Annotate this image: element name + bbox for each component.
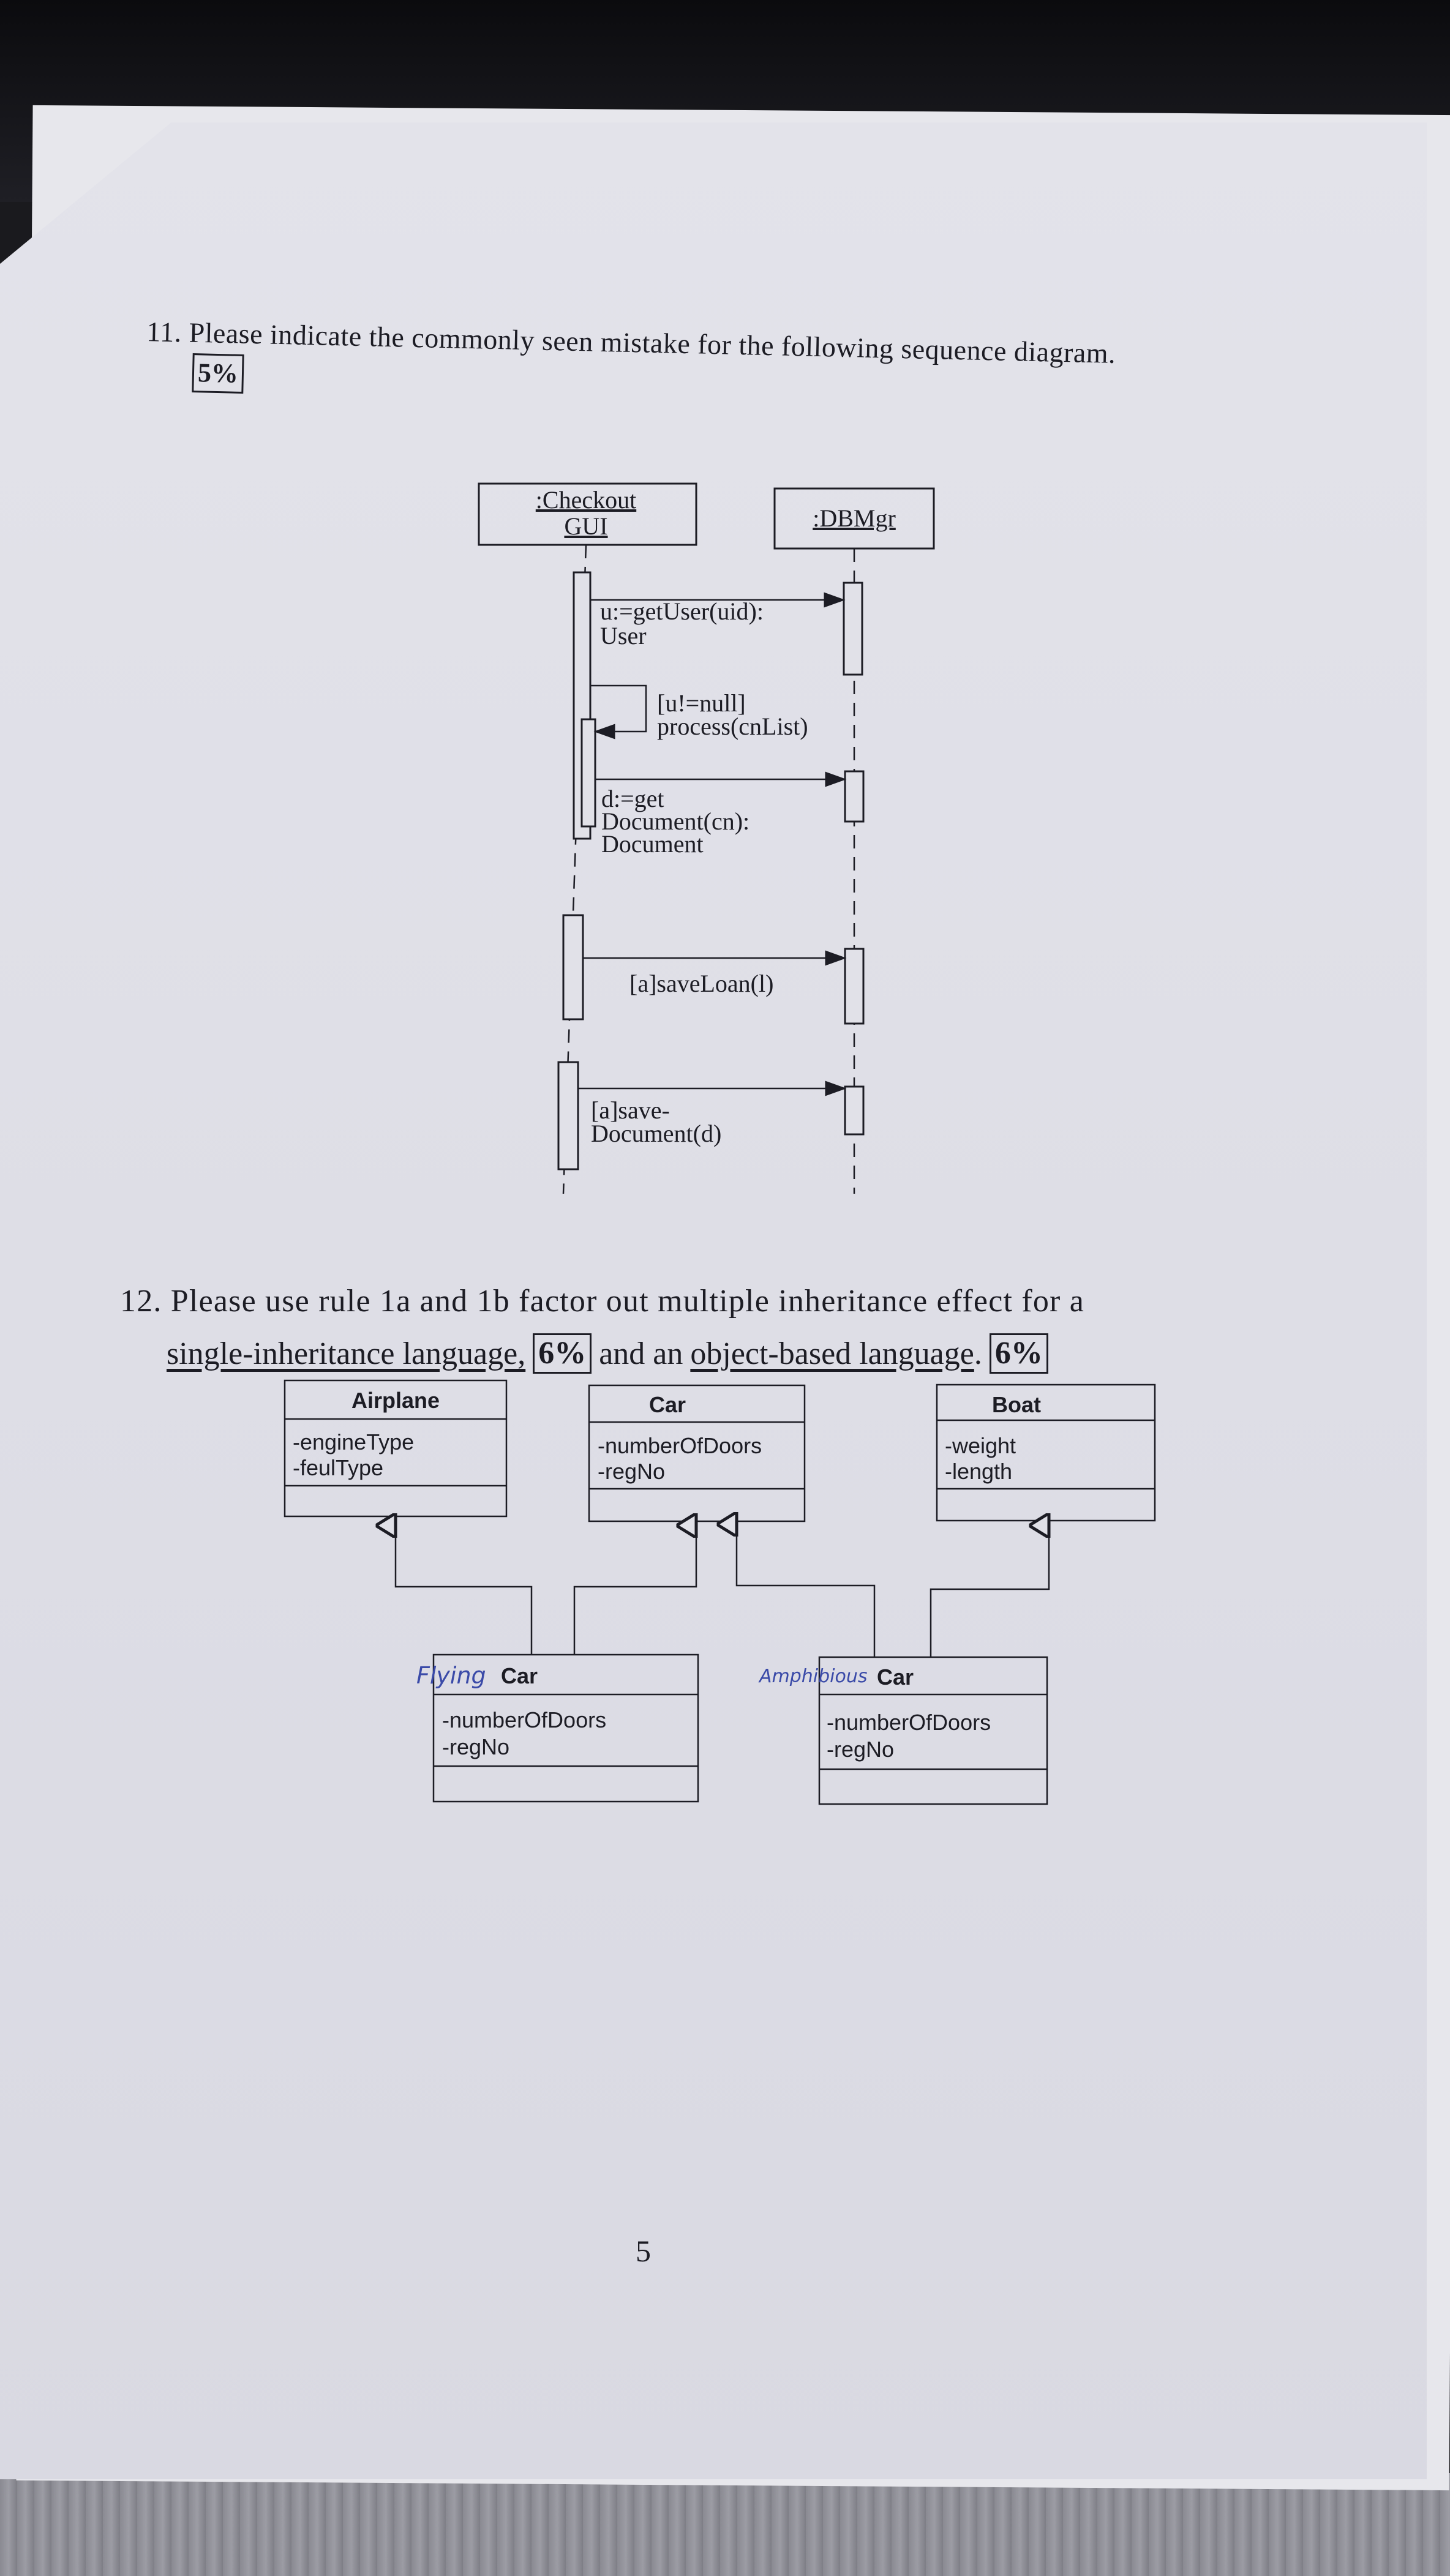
class-boat-name: Boat xyxy=(992,1392,1041,1417)
message-getdocument-label-3: Document xyxy=(601,830,704,858)
period-text: . xyxy=(974,1336,982,1371)
activation-checkout-2 xyxy=(562,914,584,1020)
message-savedocument-label-2: Document(d) xyxy=(591,1120,721,1147)
message-process-self-arrow xyxy=(590,684,647,739)
class-diagram-labels: Airplane -engineType -feulType Car -numb… xyxy=(293,1388,1041,1762)
question-12-weight-1: 6% xyxy=(533,1333,592,1374)
page-number: 5 xyxy=(636,2234,651,2268)
inherit-amphibiouscar-to-car xyxy=(737,1524,876,1657)
class-car-attr-2: -regNo xyxy=(598,1459,665,1484)
question-12-line2: single-inheritance language, 6% and an o… xyxy=(167,1333,1048,1374)
class-diagram xyxy=(284,1379,1156,1805)
activation-dbmgr-4 xyxy=(844,1085,865,1136)
message-getdocument-label-1: d:=get xyxy=(601,785,664,812)
class-flyingcar-attr-2: -regNo xyxy=(442,1734,509,1759)
class-flyingcar-handwritten: Flying xyxy=(416,1662,486,1689)
class-amphibiouscar-box xyxy=(818,1656,1048,1805)
fabric-background-bottom xyxy=(0,2473,1450,2576)
message-process-label-2: process(cnList) xyxy=(657,713,808,740)
activation-dbmgr-3 xyxy=(844,948,865,1025)
class-airplane-attr-2: -feulType xyxy=(293,1455,383,1480)
question-12-weight-2: 6% xyxy=(989,1333,1048,1374)
inherit-flyingcar-to-car xyxy=(573,1526,696,1655)
question-12-text: 12. Please use rule 1a and 1b factor out… xyxy=(120,1284,1085,1319)
and-an-text: and an xyxy=(599,1336,683,1371)
activation-checkout-3 xyxy=(557,1061,579,1170)
class-boat-attr-2: -length xyxy=(945,1459,1012,1484)
lifeline-checkout-label-1: :Checkout xyxy=(536,486,636,514)
message-saveloan-label: [a]saveLoan(l) xyxy=(629,970,773,997)
sequence-diagram xyxy=(478,482,935,1194)
single-inheritance-label: single-inheritance language, xyxy=(167,1336,526,1371)
class-airplane-name: Airplane xyxy=(351,1388,440,1413)
class-flyingcar-name: Car xyxy=(501,1663,538,1688)
class-amphibiouscar-name: Car xyxy=(877,1664,914,1690)
activation-dbmgr-1 xyxy=(843,582,863,676)
message-savedocument-label-1: [a]save- xyxy=(591,1096,670,1124)
inherit-amphibiouscar-to-boat xyxy=(930,1526,1049,1657)
lifeline-checkout-box xyxy=(478,482,697,546)
message-process-label-1: [u!=null] xyxy=(657,689,746,717)
message-getuser-label-2: User xyxy=(600,622,647,650)
class-amphibiouscar-handwritten: Amphibious xyxy=(758,1666,868,1687)
lifeline-checkout-label-2: GUI xyxy=(564,512,607,540)
sequence-diagram-labels: :Checkout GUI :DBMgr u:=getUser(uid): Us… xyxy=(536,486,896,1147)
class-car-attr-1: -numberOfDoors xyxy=(598,1433,762,1458)
activation-dbmgr-2 xyxy=(844,770,865,823)
activation-checkout-nested xyxy=(580,718,596,828)
exam-page xyxy=(0,122,1427,2479)
object-based-group: object-based language. xyxy=(690,1336,982,1372)
class-boat-attr-1: -weight xyxy=(945,1433,1016,1458)
class-amphibiouscar-attr-1: -numberOfDoors xyxy=(827,1710,991,1735)
object-based-label: object-based language xyxy=(690,1336,974,1371)
lifeline-dbmgr-label: :DBMgr xyxy=(813,504,896,532)
class-flyingcar-attr-1: -numberOfDoors xyxy=(442,1707,606,1732)
class-flyingcar-box xyxy=(432,1653,699,1803)
inherit-flyingcar-to-airplane xyxy=(396,1526,533,1655)
class-amphibiouscar-attr-2: -regNo xyxy=(827,1737,894,1762)
class-car-name: Car xyxy=(649,1392,686,1417)
message-getdocument-label-2: Document(cn): xyxy=(601,807,749,835)
message-getuser-label-1: u:=getUser(uid): xyxy=(600,597,764,625)
class-airplane-attr-1: -engineType xyxy=(293,1429,414,1455)
